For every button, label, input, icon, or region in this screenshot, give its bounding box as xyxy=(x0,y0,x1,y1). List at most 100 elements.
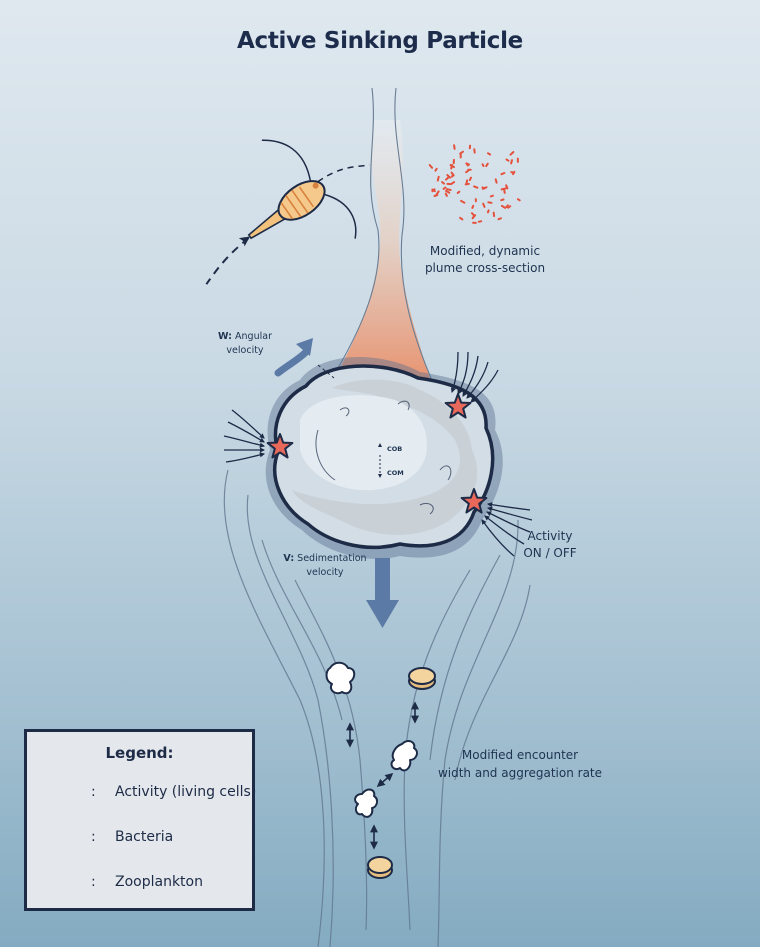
plume xyxy=(337,87,435,386)
com-arrowhead xyxy=(378,474,382,478)
bacterium xyxy=(505,184,509,190)
bacterium xyxy=(494,178,498,184)
bacterium xyxy=(468,176,472,182)
plume-label: Modified, dynamic plume cross-section xyxy=(410,243,560,277)
streamline xyxy=(261,539,343,721)
bacterium xyxy=(487,201,493,204)
particle-inner-shade xyxy=(292,379,478,535)
bacterium xyxy=(512,170,516,176)
particle-texture xyxy=(315,400,452,515)
bacterium xyxy=(441,181,445,185)
bacterium xyxy=(481,163,485,167)
angular-velocity-line2: velocity xyxy=(226,345,264,356)
com-label: COM xyxy=(387,469,404,477)
cob-arrowhead xyxy=(378,443,382,447)
legend-item-zooplankton: : Zooplankton xyxy=(41,866,241,900)
bacterium xyxy=(465,169,469,174)
sedimentation-velocity-label: V: Sedimentation velocity xyxy=(270,552,380,580)
bacterium xyxy=(434,167,438,172)
bacterium xyxy=(444,192,448,197)
encounter-label-line1: Modified encounter xyxy=(461,748,579,762)
angular-velocity-label: W: Angular velocity xyxy=(200,330,290,358)
bacteria-cluster xyxy=(428,144,521,224)
bacterium xyxy=(485,162,489,168)
legend-item-activity: : Activity (living cells) xyxy=(41,776,256,810)
plume-label-line1: Modified, dynamic xyxy=(429,244,541,258)
bacterium xyxy=(456,190,461,194)
bacterium xyxy=(431,188,436,193)
activity-label-line1: Activity xyxy=(527,529,573,543)
diagram-title: Active Sinking Particle xyxy=(237,28,523,54)
legend-text-zooplankton: Zooplankton xyxy=(115,874,203,890)
streamline xyxy=(294,579,368,931)
legend-colon: : xyxy=(91,874,96,890)
bacterium xyxy=(507,205,512,209)
streamline xyxy=(454,584,531,781)
plume-label-line2: plume cross-section xyxy=(424,261,546,275)
bacterium xyxy=(505,204,509,208)
activity-label-line2: ON / OFF xyxy=(523,546,577,560)
bacterium xyxy=(510,159,513,165)
activity-star xyxy=(444,393,472,419)
angular-velocity-key: W: xyxy=(218,331,232,342)
bacterium xyxy=(500,198,505,202)
legend-title: Legend: xyxy=(105,744,174,762)
bacterium xyxy=(470,212,476,217)
bacterium xyxy=(481,186,486,190)
sedimentation-arrow xyxy=(366,558,399,628)
plume-edge-right xyxy=(394,87,435,386)
bacterium xyxy=(436,175,440,182)
sedimentation-velocity-key: V: xyxy=(283,553,295,564)
streamline xyxy=(246,494,334,947)
sedimentation-velocity-line1: Sedimentation xyxy=(297,553,367,564)
encounter-label-line2: width and aggregation rate xyxy=(437,766,603,780)
bacterium xyxy=(500,172,506,176)
encounter-label: Modified encounter width and aggregation… xyxy=(432,746,608,782)
bacterium xyxy=(450,181,456,185)
bacterium xyxy=(482,202,486,208)
aggregate xyxy=(325,661,356,695)
pellet xyxy=(367,856,393,879)
bacterium xyxy=(486,209,490,214)
activity-star xyxy=(460,488,488,514)
aggregate xyxy=(390,740,418,772)
zooplankton xyxy=(205,139,370,285)
legend-colon: : xyxy=(91,784,96,800)
bacterium xyxy=(428,164,434,169)
aggregate xyxy=(354,788,379,818)
bacterium xyxy=(500,187,507,191)
bacterium xyxy=(446,174,452,179)
encounter-arrows xyxy=(346,701,419,850)
cob-label: COB xyxy=(387,445,403,453)
bacterium xyxy=(459,216,464,221)
bacterium xyxy=(442,186,447,190)
bacterium xyxy=(497,217,502,221)
bacterium xyxy=(445,189,451,194)
bacterium xyxy=(435,190,440,196)
bacterium xyxy=(505,158,510,162)
bacterium xyxy=(465,179,469,185)
particle-light xyxy=(300,395,427,491)
angular-velocity-arrow xyxy=(274,338,335,379)
legend-colon: : xyxy=(91,829,96,845)
bacterium xyxy=(509,151,515,156)
legend-box: Legend: : Activity (living cells) : Bact… xyxy=(24,729,256,911)
sedimentation-velocity-line2: velocity xyxy=(306,567,344,578)
activity-label: Activity ON / OFF xyxy=(512,528,588,562)
bacterium xyxy=(449,164,455,169)
streamline xyxy=(437,519,519,947)
bacterium xyxy=(465,162,469,167)
plume-edge-left xyxy=(337,87,380,369)
angular-velocity-line1: Angular xyxy=(235,331,272,342)
bacterium xyxy=(460,199,466,204)
activity-star xyxy=(266,433,294,459)
bacterium xyxy=(473,185,479,189)
bacterium xyxy=(471,204,475,209)
bacterium xyxy=(453,144,456,150)
bacterium xyxy=(516,198,521,202)
bacterium xyxy=(445,188,452,191)
aggregates xyxy=(325,661,436,879)
bacterium xyxy=(500,204,507,209)
bacterium xyxy=(487,152,492,156)
